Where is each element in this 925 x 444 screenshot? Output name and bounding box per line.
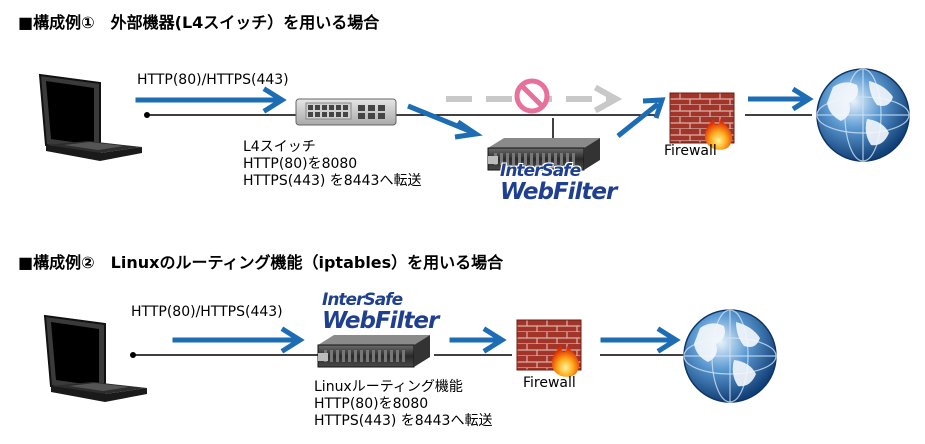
section1-diagram — [39, 68, 910, 171]
router-desc-line: Linuxルーティング機能 — [314, 379, 463, 395]
no-entry-icon — [514, 78, 550, 114]
switch-desc-line: HTTPS(443) を8443へ転送 — [243, 173, 422, 189]
section2-heading: ■構成例② Linuxのルーティング機能（iptables）を用いる場合 — [18, 253, 504, 272]
laptop-icon — [39, 74, 143, 162]
globe-icon — [683, 309, 777, 403]
arrow-webfilter-to-firewall — [449, 326, 507, 354]
router-description: Linuxルーティング機能 HTTP(80)を8080 HTTPS(443) を… — [314, 379, 492, 430]
logo-line1: InterSafe — [322, 290, 403, 310]
arrow-webfilter-to-firewall — [616, 97, 666, 138]
arrow-to-internet — [748, 86, 814, 112]
logo-line2: WebFilter — [322, 308, 439, 334]
logo-line1: InterSafe — [500, 161, 581, 181]
switch-desc-line: HTTP(80)を8080 — [243, 156, 358, 172]
protocol-label: HTTP(80)/HTTPS(443) — [131, 304, 283, 320]
switch-desc-line: L4スイッチ — [243, 139, 316, 155]
router-desc-line: HTTP(80)を8080 — [314, 396, 429, 412]
intersafe-webfilter-logo: InterSafe WebFilter — [322, 290, 439, 334]
laptop-icon — [44, 315, 148, 403]
server-appliance-icon — [317, 334, 431, 368]
globe-icon — [816, 68, 910, 162]
logo-line2: WebFilter — [500, 179, 617, 205]
arrow-to-switch — [135, 86, 287, 114]
protocol-label: HTTP(80)/HTTPS(443) — [137, 72, 289, 88]
firewall-label: Firewall — [664, 143, 717, 159]
intersafe-webfilter-logo: InterSafe WebFilter — [500, 161, 617, 205]
arrow-to-webfilter — [172, 326, 305, 354]
switch-description: L4スイッチ HTTP(80)を8080 HTTPS(443) を8443へ転送 — [243, 139, 421, 190]
firewall-icon — [516, 319, 582, 378]
arrow-switch-to-webfilter — [407, 103, 483, 140]
firewall-label: Firewall — [523, 375, 576, 391]
line-endpoint — [130, 352, 136, 358]
l4-switch-icon — [295, 98, 397, 126]
section1-heading: ■構成例① 外部機器(L4スイッチ）を用いる場合 — [18, 13, 380, 32]
line-endpoint — [144, 112, 150, 118]
router-desc-line: HTTPS(443) を8443へ転送 — [314, 413, 493, 429]
arrow-to-internet — [600, 326, 681, 354]
section2-diagram — [44, 309, 777, 403]
firewall-icon — [669, 92, 735, 151]
